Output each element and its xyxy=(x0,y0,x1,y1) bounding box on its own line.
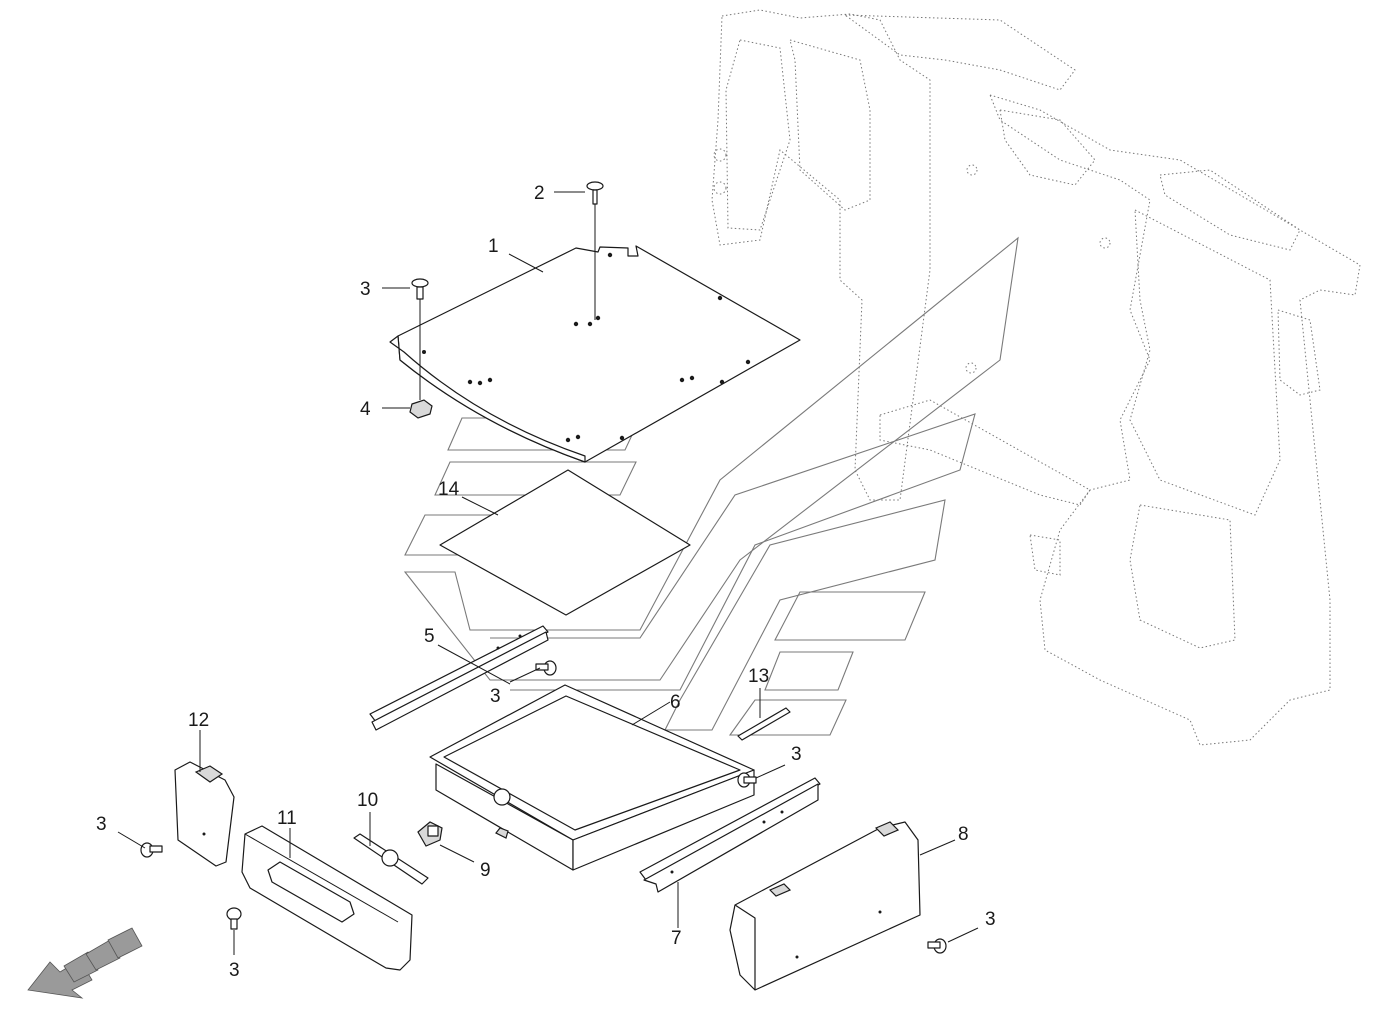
part-11-front-panel xyxy=(241,825,413,971)
part-6-drawer-box xyxy=(429,684,755,871)
callout-8: 8 xyxy=(958,824,969,845)
callout-14: 14 xyxy=(438,479,460,500)
part-3-screw-rail-right xyxy=(737,772,757,788)
leader-lines xyxy=(117,191,979,955)
callout-4: 4 xyxy=(360,399,371,420)
callout-3: 3 xyxy=(229,960,240,981)
callout-9: 9 xyxy=(480,860,491,881)
callout-3: 3 xyxy=(490,686,501,707)
callout-12: 12 xyxy=(188,710,209,731)
part-3-screw-rail-left xyxy=(535,660,557,676)
part-1-cover-plate xyxy=(389,245,801,463)
part-10-latch-plate xyxy=(353,833,429,885)
part-3-screw-bracket xyxy=(140,842,163,858)
part-9-lock xyxy=(417,821,443,847)
part-8-right-cover xyxy=(729,821,921,991)
callout-3: 3 xyxy=(96,814,107,835)
callout-6: 6 xyxy=(670,692,681,713)
part-3-screw-right-cover xyxy=(927,938,947,954)
part-5-left-rail xyxy=(369,625,549,731)
part-3-screw-front-panel xyxy=(226,907,242,930)
part-4-nut xyxy=(409,399,433,419)
callout-13: 13 xyxy=(748,666,769,687)
callout-2: 2 xyxy=(534,183,545,204)
direction-arrow-icon xyxy=(27,927,143,999)
part-7-right-rail xyxy=(639,777,821,893)
callout-1: 1 xyxy=(488,236,499,257)
part-14-mat xyxy=(439,469,691,616)
part-12-left-bracket xyxy=(174,761,235,867)
part-2-screw xyxy=(586,181,604,320)
part-13-strip xyxy=(737,707,791,741)
cab-frame-ghost xyxy=(711,9,1361,746)
callout-7: 7 xyxy=(671,928,682,949)
callout-3: 3 xyxy=(985,909,996,930)
callout-3: 3 xyxy=(791,744,802,765)
callout-5: 5 xyxy=(424,626,435,647)
callout-3: 3 xyxy=(360,279,371,300)
callout-labels: 1 2 3 4 14 5 3 6 13 12 11 10 9 3 3 3 7 8… xyxy=(96,183,996,981)
callout-11: 11 xyxy=(277,808,297,829)
callout-10: 10 xyxy=(357,790,378,811)
part-3-screw-left-plate xyxy=(411,278,429,400)
